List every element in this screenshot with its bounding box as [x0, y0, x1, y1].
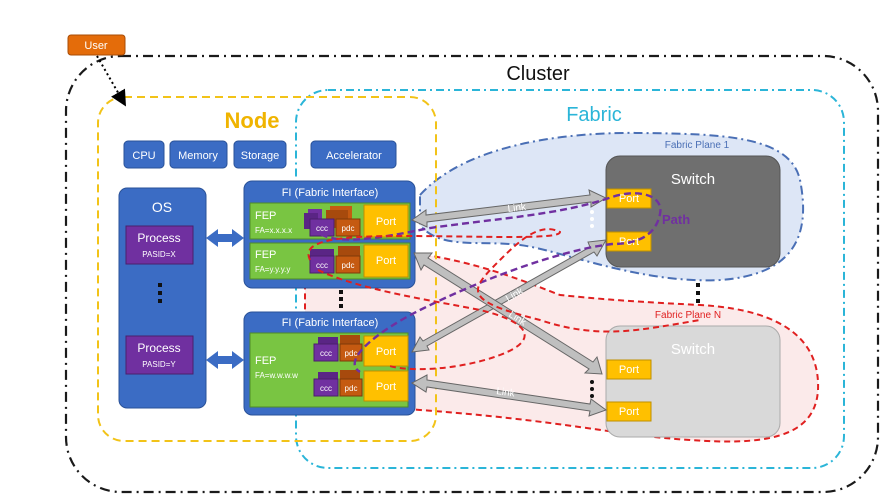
svg-text:ccc: ccc	[316, 224, 328, 233]
fep-3: FEP FA=w.w.w.w ccc pdc ccc pdc Port Port	[249, 332, 409, 408]
svg-text:Memory: Memory	[178, 150, 218, 162]
svg-text:pdc: pdc	[345, 384, 358, 393]
fi-1-title: FI (Fabric Interface)	[282, 187, 379, 199]
os-ellipsis	[158, 283, 162, 303]
os-fi-arrow-1	[206, 229, 244, 247]
svg-text:CPU: CPU	[132, 150, 155, 162]
svg-text:PASID=X: PASID=X	[142, 250, 176, 259]
fep-1: FEP FA=x.x.x.x ccc pdc Port	[249, 202, 411, 240]
svg-text:Port: Port	[376, 216, 396, 228]
svg-text:Process: Process	[137, 341, 180, 355]
svg-text:Accelerator: Accelerator	[326, 150, 382, 162]
svg-text:FEP: FEP	[255, 249, 276, 261]
svg-text:pdc: pdc	[342, 261, 355, 270]
process-y: Process PASID=Y	[125, 335, 194, 375]
plane-ellipsis	[696, 283, 700, 303]
link-label-4: Link	[496, 386, 517, 400]
cluster-title: Cluster	[506, 63, 570, 85]
user-box	[67, 34, 126, 56]
switch1-ellipsis	[590, 210, 594, 228]
fabric-plane-1-label: Fabric Plane 1	[665, 140, 730, 151]
memory-box: Memory	[169, 140, 228, 169]
accelerator-box: Accelerator	[310, 140, 397, 169]
svg-text:pdc: pdc	[342, 224, 355, 233]
fi2-port-2	[363, 370, 409, 402]
svg-text:Port: Port	[619, 193, 639, 205]
svg-text:ccc: ccc	[320, 384, 332, 393]
link-label-1: Link	[507, 202, 528, 215]
fabric-title: Fabric	[566, 104, 622, 126]
svg-text:Port: Port	[376, 381, 396, 393]
svg-text:FA=x.x.x.x: FA=x.x.x.x	[255, 226, 292, 235]
fi-ellipsis	[339, 290, 343, 308]
svg-text:ccc: ccc	[316, 261, 328, 270]
svg-text:FA=w.w.w.w: FA=w.w.w.w	[255, 371, 298, 380]
purple-path	[311, 192, 662, 374]
svg-text:ccc: ccc	[320, 349, 332, 358]
node-title: Node	[225, 108, 280, 133]
switch-1-label: Switch	[671, 171, 715, 188]
switch2-port-1	[606, 359, 652, 380]
switch2-port-2	[606, 401, 652, 422]
svg-text:pdc: pdc	[345, 349, 358, 358]
svg-text:PASID=Y: PASID=Y	[142, 360, 176, 369]
user-label: User	[84, 40, 108, 52]
cluster-boundary	[64, 54, 880, 494]
fi2-port-1	[363, 335, 409, 367]
svg-text:FEP: FEP	[255, 355, 276, 367]
os-fi-arrow-2	[206, 351, 244, 369]
fi-2-title: FI (Fabric Interface)	[282, 317, 379, 329]
svg-text:FEP: FEP	[255, 210, 276, 222]
switch-2-label: Switch	[671, 341, 715, 358]
svg-text:Storage: Storage	[241, 150, 280, 162]
user-arrow	[96, 55, 126, 107]
fi1-port-1	[363, 204, 409, 238]
storage-box: Storage	[233, 140, 287, 169]
fabric-plane-n-label: Fabric Plane N	[655, 310, 721, 321]
svg-text:Port: Port	[619, 406, 639, 418]
path-label: Path	[662, 212, 690, 227]
cpu-box: CPU	[123, 140, 165, 169]
red-path	[307, 228, 701, 333]
svg-text:FA=y.y.y.y: FA=y.y.y.y	[255, 265, 290, 274]
fep-2: FEP FA=y.y.y.y ccc pdc Port	[249, 242, 411, 280]
os-box	[118, 187, 207, 409]
fi1-port-2	[363, 244, 409, 278]
red-path-2	[317, 269, 526, 371]
os-label: OS	[152, 199, 172, 215]
svg-text:Process: Process	[137, 231, 180, 245]
svg-text:Port: Port	[619, 364, 639, 376]
switch2-ellipsis	[590, 380, 594, 398]
svg-text:Port: Port	[376, 346, 396, 358]
svg-text:Port: Port	[376, 255, 396, 267]
process-x: Process PASID=X	[125, 225, 194, 265]
link-arrows	[411, 189, 608, 417]
